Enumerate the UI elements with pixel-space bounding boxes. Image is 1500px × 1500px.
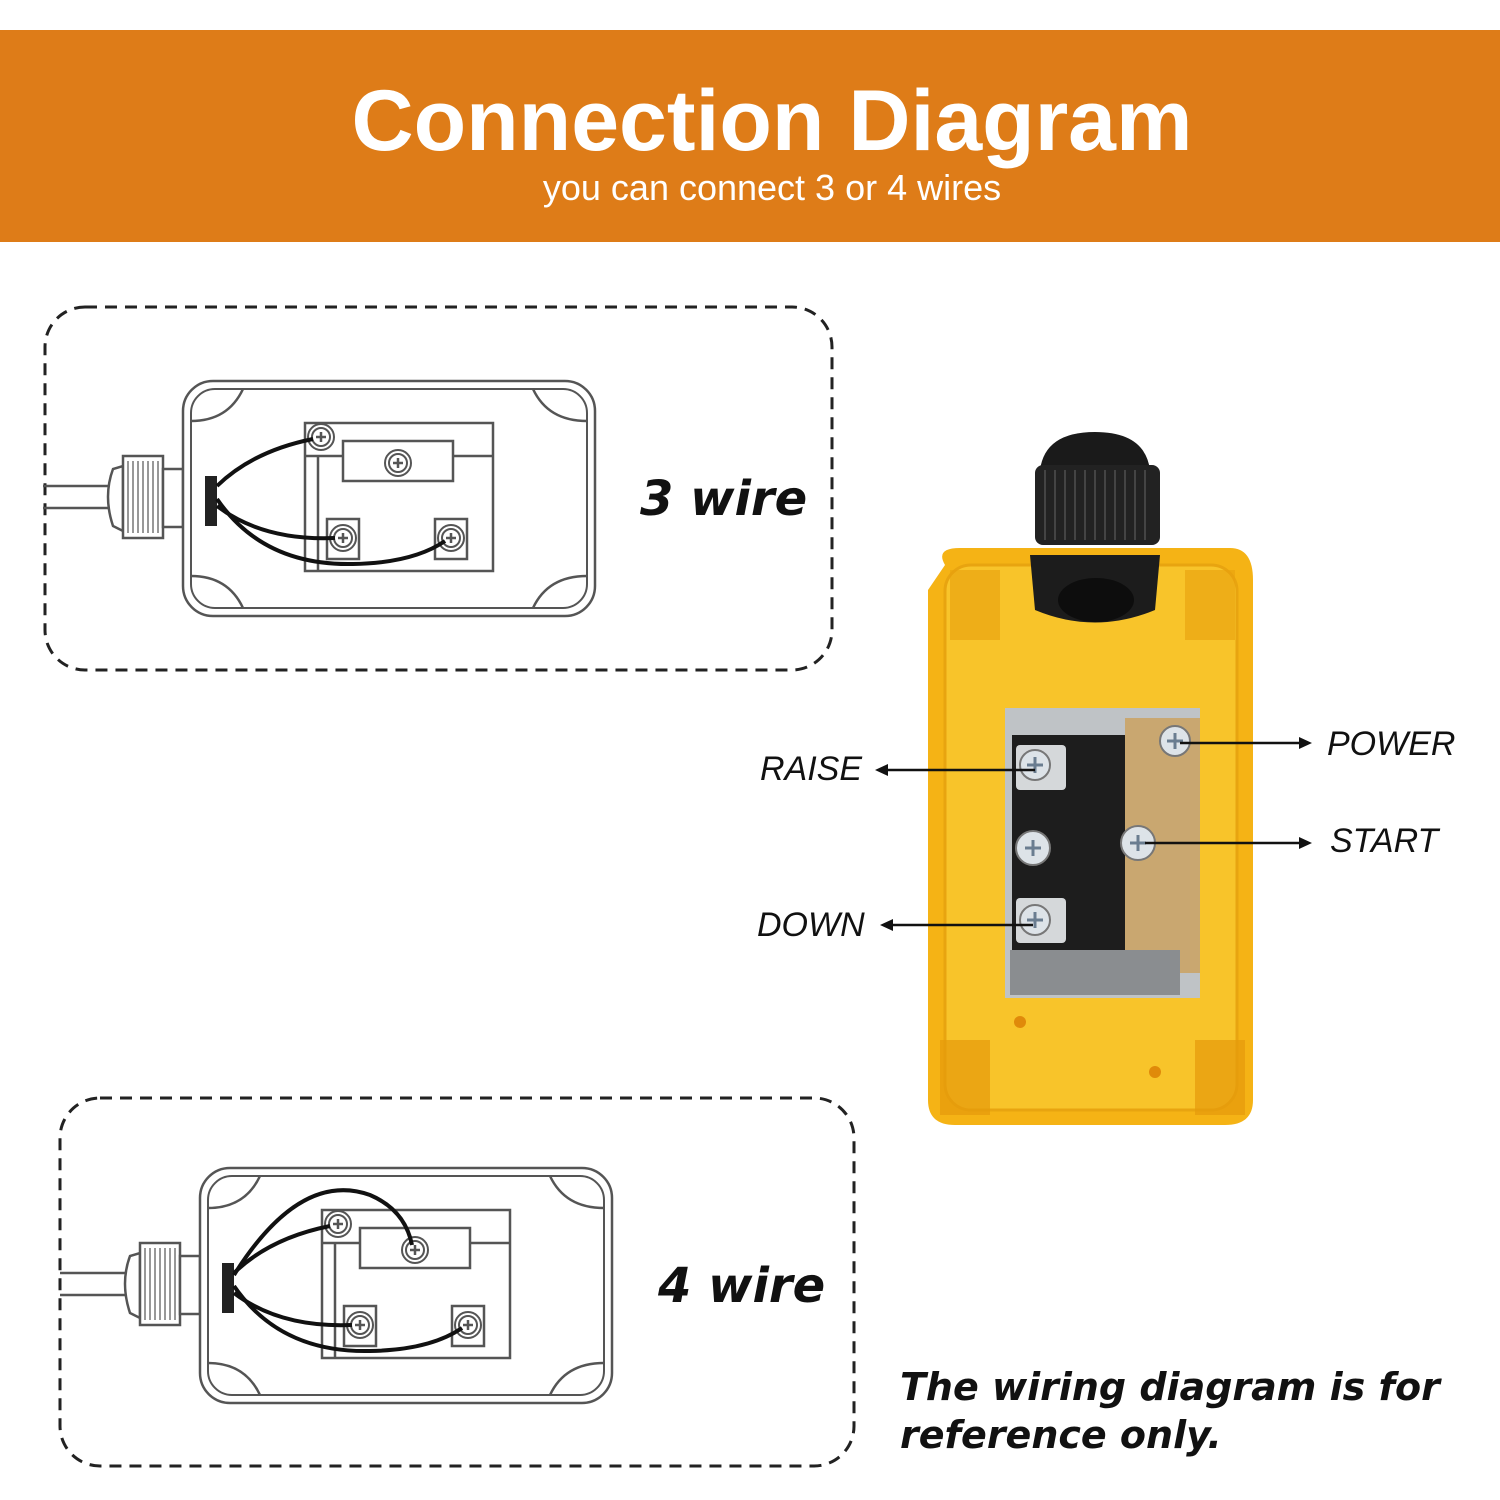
switch-enclosure-photo [928,432,1253,1125]
arrow-icon [1299,837,1312,849]
callout-start: START [1145,822,1441,860]
enclosure-drawing-icon [43,381,595,616]
arrow-icon [875,764,888,776]
arrow-icon [1299,737,1312,749]
three-wire-label: 3 wire [640,471,807,527]
page-title: Connection Diagram [352,73,1193,169]
svg-text:POWER: POWER [1327,725,1455,763]
fourth-wire [232,1188,414,1277]
enclosure-drawing-icon [60,1168,612,1403]
disclaimer-line-2: reference only. [900,1413,1222,1457]
disclaimer-line-1: The wiring diagram is for [900,1365,1442,1409]
callout-down: DOWN [757,906,1033,944]
page-subtitle: you can connect 3 or 4 wires [543,167,1001,208]
svg-text:RAISE: RAISE [760,750,862,788]
three-wire-diagram: 3 wire [43,305,834,672]
four-wire-label: 4 wire [657,1258,825,1314]
svg-text:START: START [1330,822,1441,860]
svg-text:DOWN: DOWN [757,906,865,944]
header-banner [0,30,1500,242]
callout-power: POWER [1180,725,1455,763]
arrow-icon [880,919,893,931]
four-wire-diagram: 4 wire [60,1096,856,1468]
callout-raise: RAISE [760,750,1035,788]
